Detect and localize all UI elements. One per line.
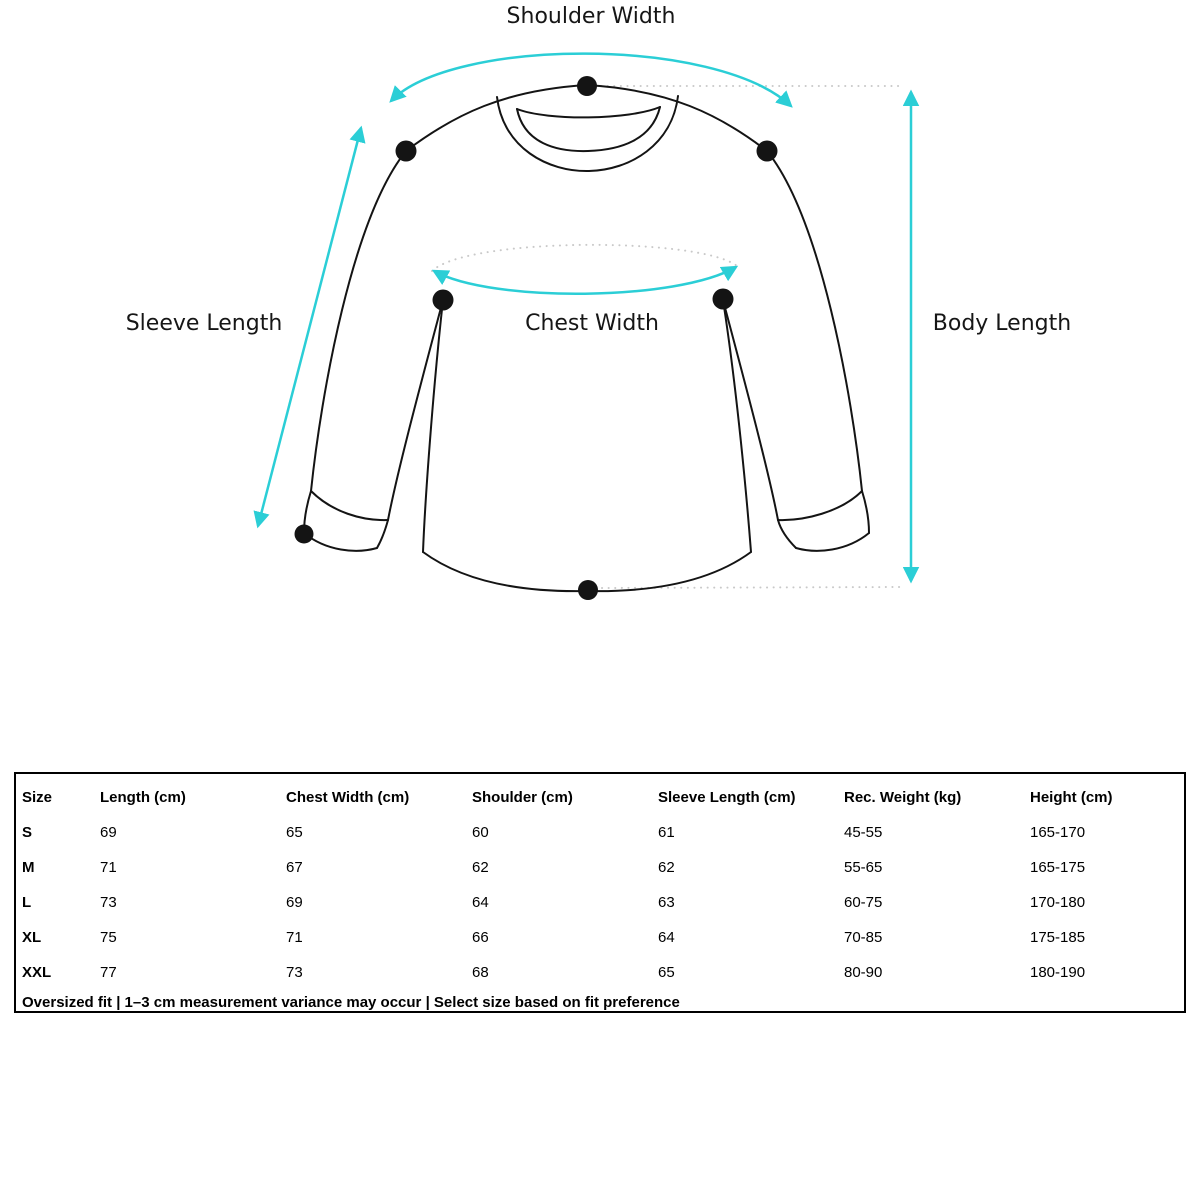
table-cell-shoulder: 64 <box>472 894 489 911</box>
shoulder-width-arrow <box>389 52 793 108</box>
table-cell-weight: 45-55 <box>844 824 883 841</box>
size-table-header-length: Length (cm) <box>100 789 186 806</box>
sweater-outline <box>303 84 870 593</box>
table-cell-size: M <box>22 859 35 876</box>
table-cell-sleeve: 64 <box>658 929 675 946</box>
table-cell-height: 165-175 <box>1030 859 1086 876</box>
right-body-seam <box>722 299 752 553</box>
left-cuff-bottom <box>303 532 378 552</box>
sleeve-length-label: Sleeve Length <box>126 311 283 336</box>
right-sleeve-inner <box>722 299 779 521</box>
chest-ellipse-dotted-arc <box>431 243 738 272</box>
table-cell-length: 69 <box>100 824 117 841</box>
right-armpit-point <box>712 288 734 310</box>
table-cell-shoulder: 68 <box>472 964 489 981</box>
right-sleeve-outer <box>766 150 863 492</box>
body-length-label: Body Length <box>933 311 1071 336</box>
table-cell-size: XXL <box>22 964 52 981</box>
right-cuff-inner-edge <box>777 519 797 549</box>
size-table-header-chest: Chest Width (cm) <box>286 789 410 806</box>
sleeve-length-arrow <box>253 125 366 529</box>
table-cell-length: 77 <box>100 964 117 981</box>
collar-top-point <box>577 76 597 96</box>
chest-width-label: Chest Width <box>525 311 659 336</box>
table-cell-sleeve: 63 <box>658 894 675 911</box>
right-cuff-bottom <box>795 532 870 552</box>
measurement-points <box>294 76 778 600</box>
size-table-header-height: Height (cm) <box>1030 789 1113 806</box>
right-cuff-seam <box>777 490 863 522</box>
left-shoulder-point <box>395 140 417 162</box>
left-cuff-seam <box>310 490 389 522</box>
table-cell-chest: 67 <box>286 859 303 876</box>
right-cuff-outer-edge <box>861 490 870 534</box>
table-cell-sleeve: 61 <box>658 824 675 841</box>
table-cell-chest: 71 <box>286 929 303 946</box>
table-cell-shoulder: 62 <box>472 859 489 876</box>
table-cell-weight: 60-75 <box>844 894 883 911</box>
size-table-footer-note: Oversized fit | 1–3 cm measurement varia… <box>22 993 680 1011</box>
table-cell-shoulder: 66 <box>472 929 489 946</box>
table-cell-weight: 80-90 <box>844 964 883 981</box>
measurement-arrows <box>253 52 920 584</box>
size-table-header-sleeve: Sleeve Length (cm) <box>658 789 796 806</box>
table-cell-sleeve: 62 <box>658 859 675 876</box>
left-cuff-inner-edge <box>376 519 389 549</box>
table-cell-size: XL <box>22 929 42 946</box>
hem-center-point <box>578 580 598 600</box>
table-cell-length: 73 <box>100 894 117 911</box>
garment-measurement-diagram: Shoulder Width Sleeve Length Chest Width… <box>126 4 1071 600</box>
left-sleeve-inner <box>387 299 444 521</box>
table-cell-size: S <box>22 824 33 841</box>
size-table: Size Length (cm) Chest Width (cm) Should… <box>14 772 1186 1013</box>
right-shoulder-point <box>756 140 778 162</box>
top-seam-right <box>586 84 768 152</box>
table-cell-height: 165-170 <box>1030 824 1086 841</box>
size-table-header-size: Size <box>22 789 53 806</box>
left-cuff-point <box>294 524 314 544</box>
table-cell-height: 175-185 <box>1030 929 1086 946</box>
collar-back-line <box>516 106 661 119</box>
shoulder-width-label: Shoulder Width <box>507 4 676 29</box>
size-table-header-weight: Rec. Weight (kg) <box>844 789 962 806</box>
table-cell-weight: 55-65 <box>844 859 883 876</box>
chest-width-arrow <box>431 265 739 295</box>
size-table-header-shoulder: Shoulder (cm) <box>472 789 573 806</box>
guide-lines <box>431 85 903 589</box>
table-cell-sleeve: 65 <box>658 964 675 981</box>
table-cell-height: 170-180 <box>1030 894 1086 911</box>
left-armpit-point <box>432 289 454 311</box>
top-seam-left <box>405 84 588 152</box>
table-cell-size: L <box>22 894 32 911</box>
table-cell-chest: 73 <box>286 964 303 981</box>
table-cell-weight: 70-85 <box>844 929 883 946</box>
hem-guide-dotted-line <box>601 586 903 589</box>
table-cell-chest: 65 <box>286 824 303 841</box>
table-cell-height: 180-190 <box>1030 964 1086 981</box>
left-body-seam <box>422 299 444 553</box>
table-cell-chest: 69 <box>286 894 303 911</box>
collar-inner-edge <box>516 106 661 153</box>
table-cell-shoulder: 60 <box>472 824 489 841</box>
table-cell-length: 75 <box>100 929 117 946</box>
collar-outer-edge <box>496 95 679 173</box>
table-cell-length: 71 <box>100 859 117 876</box>
left-sleeve-outer <box>310 150 407 492</box>
